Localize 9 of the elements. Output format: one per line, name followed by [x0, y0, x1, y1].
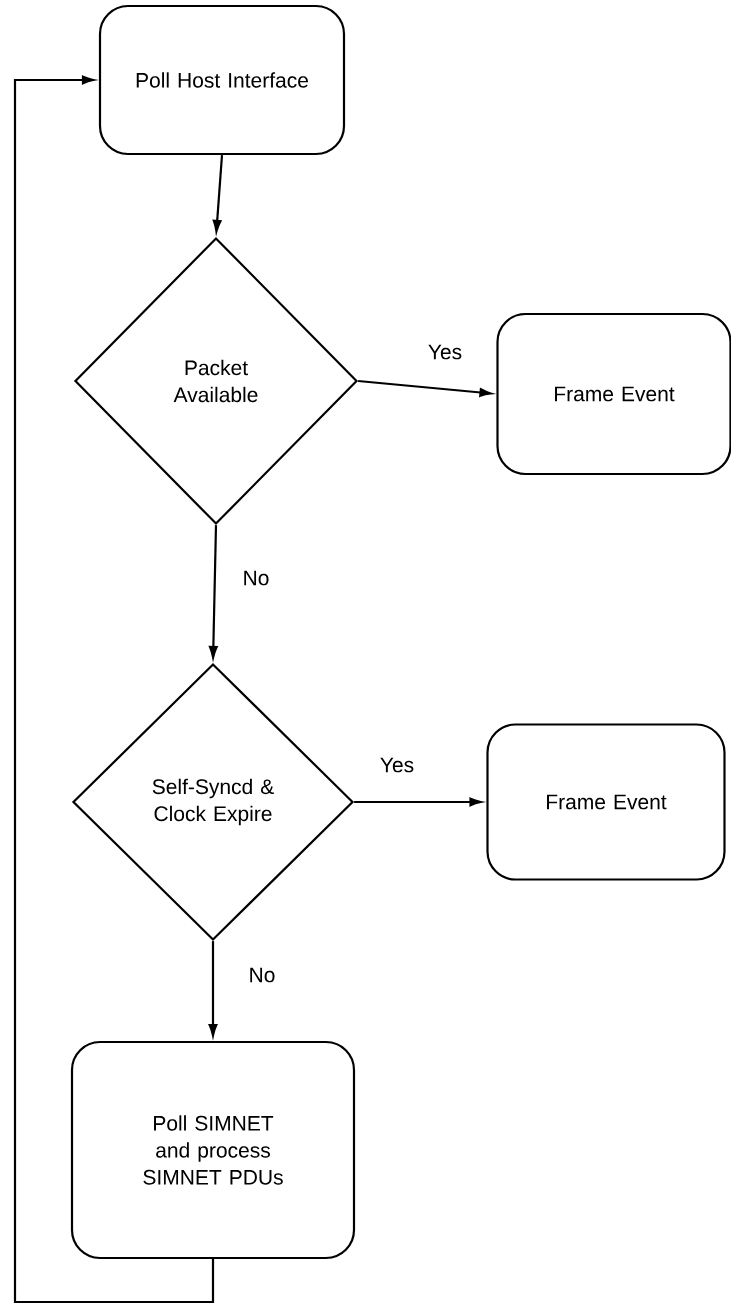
edge-label: No — [241, 569, 271, 587]
edge-label: Yes — [426, 343, 464, 361]
process-box: Poll Host Interface — [98, 4, 346, 156]
process-box: Frame Event — [496, 312, 731, 476]
arrow — [13, 75, 215, 1304]
edge-label: Yes — [378, 756, 416, 774]
process-box: Frame Event — [486, 723, 726, 881]
edge-label: No — [247, 966, 277, 984]
process-box: Poll SIMNET and process SIMNET PDUs — [70, 1040, 356, 1260]
